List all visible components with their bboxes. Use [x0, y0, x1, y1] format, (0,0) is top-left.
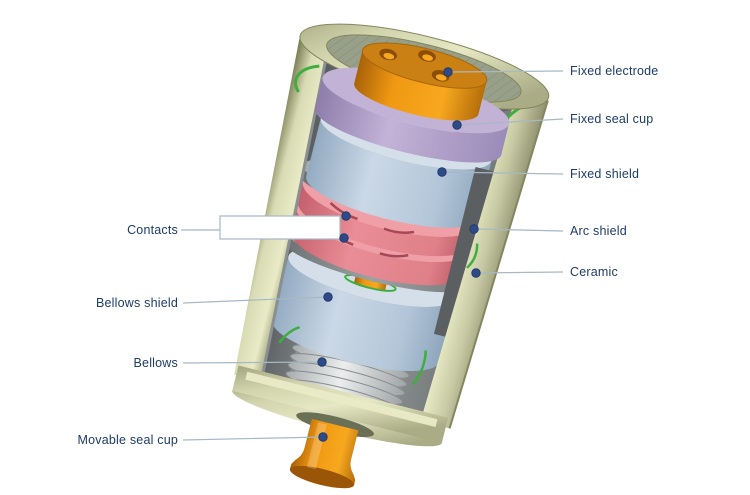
- leader-dot-fixed-electrode: [443, 67, 453, 77]
- label-contacts: Contacts: [127, 223, 178, 237]
- leader-dot-fixed-seal-cup: [452, 120, 462, 130]
- leader-dot-bellows-shield: [323, 292, 333, 302]
- interrupter-body: [232, 23, 550, 489]
- leader-dot-contact-upper: [341, 211, 351, 221]
- label-movable-seal-cup: Movable seal cup: [77, 433, 178, 447]
- label-fixed-shield: Fixed shield: [570, 167, 640, 181]
- label-fixed-electrode: Fixed electrode: [570, 64, 659, 78]
- leader-dot-bellows: [317, 357, 327, 367]
- fixed-electrode-part: [354, 42, 488, 121]
- label-bellows: Bellows: [133, 356, 178, 370]
- leader-dot-fixed-shield: [437, 167, 447, 177]
- label-fixed-seal-cup: Fixed seal cup: [570, 112, 654, 126]
- label-bellows-shield: Bellows shield: [95, 296, 178, 310]
- contacts-callout-box: [219, 215, 341, 240]
- leader-dot-movable-seal-cup: [318, 432, 328, 442]
- label-ceramic: Ceramic: [570, 265, 618, 279]
- leader-dot-ceramic: [471, 268, 481, 278]
- leader-dot-contact-lower: [339, 233, 349, 243]
- label-arc-shield: Arc shield: [570, 224, 627, 238]
- leader-lines: [181, 70, 564, 441]
- leader-dots: [317, 67, 481, 442]
- leader-dot-arc-shield: [469, 224, 479, 234]
- bolt-holes: [379, 48, 450, 82]
- ceramic-wall-right: [420, 92, 549, 429]
